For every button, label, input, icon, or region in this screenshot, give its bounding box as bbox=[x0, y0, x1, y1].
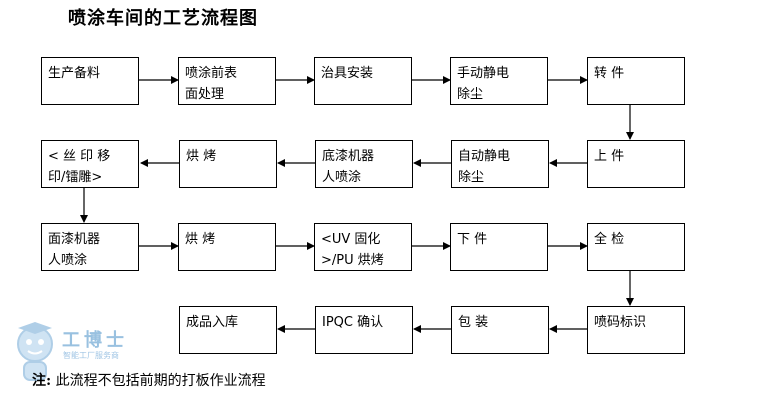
step-label: IPQC 确认 bbox=[322, 315, 384, 330]
step-label: 自动静电 除尘 bbox=[458, 149, 511, 185]
step-code-marking: 喷码标识 bbox=[587, 306, 685, 354]
page-title: 喷涂车间的工艺流程图 bbox=[68, 8, 258, 29]
footnote-text: 此流程不包括前期的打板作业流程 bbox=[55, 373, 266, 389]
step-topcoat-robot-spray: 面漆机器 人喷涂 bbox=[41, 223, 139, 271]
step-label: 治具安装 bbox=[321, 66, 374, 81]
step-label: 烘 烤 bbox=[185, 232, 216, 247]
step-bake-1: 烘 烤 bbox=[179, 140, 277, 188]
step-unload-parts: 下 件 bbox=[450, 223, 548, 271]
step-uv-cure-pu-bake: <UV 固化 >/PU 烘烤 bbox=[314, 223, 412, 271]
step-label: 下 件 bbox=[457, 232, 488, 247]
step-label: 生产备料 bbox=[48, 66, 101, 81]
step-manual-dust-removal: 手动静电 除尘 bbox=[450, 57, 548, 105]
step-primer-robot-spray: 底漆机器 人喷涂 bbox=[315, 140, 413, 188]
step-label: 转 件 bbox=[594, 66, 625, 81]
step-label: 烘 烤 bbox=[186, 149, 217, 164]
step-finished-goods-storage: 成品入库 bbox=[179, 306, 277, 354]
step-pre-surface-treatment: 喷涂前表 面处理 bbox=[178, 57, 276, 105]
watermark-subtitle: 智能工厂服务商 bbox=[63, 351, 119, 360]
step-ipqc-confirm: IPQC 确认 bbox=[315, 306, 413, 354]
step-full-inspection: 全 检 bbox=[587, 223, 685, 271]
step-label: 包 装 bbox=[458, 315, 489, 330]
step-auto-dust-removal: 自动静电 除尘 bbox=[451, 140, 549, 188]
step-label: 上 件 bbox=[594, 149, 625, 164]
step-label: < 丝 印 移 印/镭雕> bbox=[48, 149, 111, 185]
step-label: 全 检 bbox=[594, 232, 625, 247]
step-bake-2: 烘 烤 bbox=[178, 223, 276, 271]
watermark-brand: 工博士 bbox=[62, 330, 128, 351]
step-fixture-install: 治具安装 bbox=[314, 57, 412, 105]
step-label: 喷涂前表 面处理 bbox=[185, 66, 238, 102]
footnote-prefix: 注: bbox=[32, 373, 52, 389]
footnote: 注: 此流程不包括前期的打板作业流程 bbox=[32, 370, 266, 390]
step-silk-print-laser: < 丝 印 移 印/镭雕> bbox=[41, 140, 139, 188]
step-label: 底漆机器 人喷涂 bbox=[322, 149, 375, 185]
step-label: 面漆机器 人喷涂 bbox=[48, 232, 101, 268]
step-label: 喷码标识 bbox=[594, 315, 647, 330]
step-label: 手动静电 除尘 bbox=[457, 66, 510, 102]
step-load-parts: 上 件 bbox=[587, 140, 685, 188]
step-raw-material-prep: 生产备料 bbox=[41, 57, 139, 105]
step-label: <UV 固化 >/PU 烘烤 bbox=[321, 232, 384, 268]
step-packaging: 包 装 bbox=[451, 306, 549, 354]
mascot-logo-icon bbox=[17, 322, 53, 381]
step-transfer: 转 件 bbox=[587, 57, 685, 105]
step-label: 成品入库 bbox=[186, 315, 239, 330]
